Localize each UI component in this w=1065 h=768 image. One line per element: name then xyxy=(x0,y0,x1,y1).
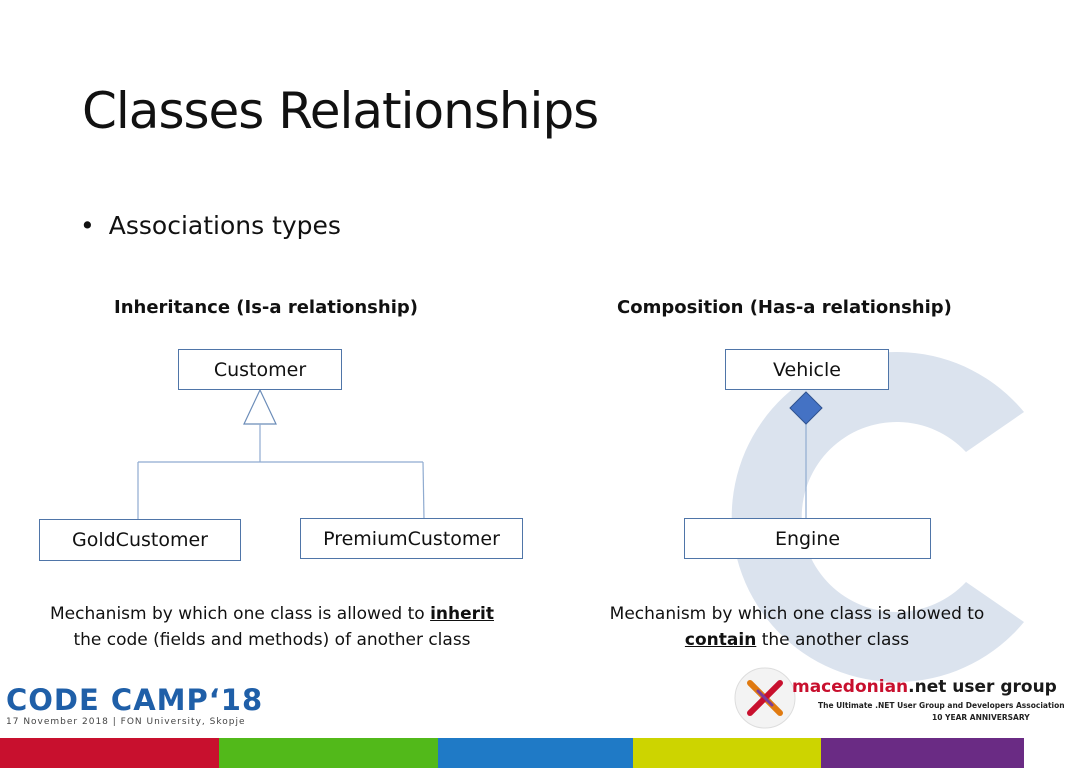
codecamp-watermark xyxy=(731,352,1024,682)
inheritance-heading: Inheritance (Is-a relationship) xyxy=(114,297,418,318)
composition-description: Mechanism by which one class is allowed … xyxy=(566,601,1028,653)
inheritance-right-drop xyxy=(422,461,425,520)
footer-color-bar xyxy=(821,738,1024,768)
inheritance-desc-line2: the code (fields and methods) of another… xyxy=(73,630,471,650)
class-box-engine: Engine xyxy=(684,518,931,559)
composition-desc-line2: contain the another class xyxy=(684,630,910,650)
footer-color-bar xyxy=(438,738,633,768)
bullet-symbol: • xyxy=(80,211,95,240)
footer-color-bar xyxy=(0,738,219,768)
class-box-vehicle: Vehicle xyxy=(725,349,889,390)
codecamp-logo: CODE CAMP‘18 17 November 2018 | FON Univ… xyxy=(6,683,263,727)
composition-heading: Composition (Has-a relationship) xyxy=(617,297,952,318)
bullet-text: Associations types xyxy=(108,211,341,240)
codecamp-logo-name: CODE CAMP‘18 xyxy=(6,683,264,717)
inheritance-connectors xyxy=(137,388,807,520)
mk-net-anniversary: 10 YEAR ANNIVERSARY xyxy=(932,713,1030,722)
inherit-keyword: inherit xyxy=(430,604,494,624)
class-box-customer: Customer xyxy=(178,349,342,390)
composition-diamond xyxy=(789,391,823,425)
watermark-c-shape xyxy=(731,352,1024,682)
mk-net-user-group-logo: macedonian.net user group The Ultimate .… xyxy=(732,665,1065,731)
footer-color-bar xyxy=(219,738,438,768)
contain-keyword: contain xyxy=(684,630,757,650)
inheritance-desc-line1: Mechanism by which one class is allowed … xyxy=(50,604,494,624)
mk-net-tagline: The Ultimate .NET User Group and Develop… xyxy=(818,701,1065,710)
composition-diamond-shape xyxy=(789,391,823,425)
class-box-gold-customer: GoldCustomer xyxy=(39,519,241,561)
inheritance-arrow-triangle xyxy=(243,388,277,425)
codecamp-logo-date: 17 November 2018 | FON University, Skopj… xyxy=(6,717,246,727)
mk-net-x-icon xyxy=(734,667,796,729)
bullet-item: • Associations types xyxy=(80,211,341,240)
class-box-premium-customer: PremiumCustomer xyxy=(300,518,523,559)
footer-color-bar xyxy=(633,738,821,768)
composition-desc-line1: Mechanism by which one class is allowed … xyxy=(609,604,985,624)
inheritance-description: Mechanism by which one class is allowed … xyxy=(0,601,544,653)
mk-net-brand: macedonian.net user group xyxy=(792,677,1057,697)
slide-title: Classes Relationships xyxy=(82,82,599,140)
